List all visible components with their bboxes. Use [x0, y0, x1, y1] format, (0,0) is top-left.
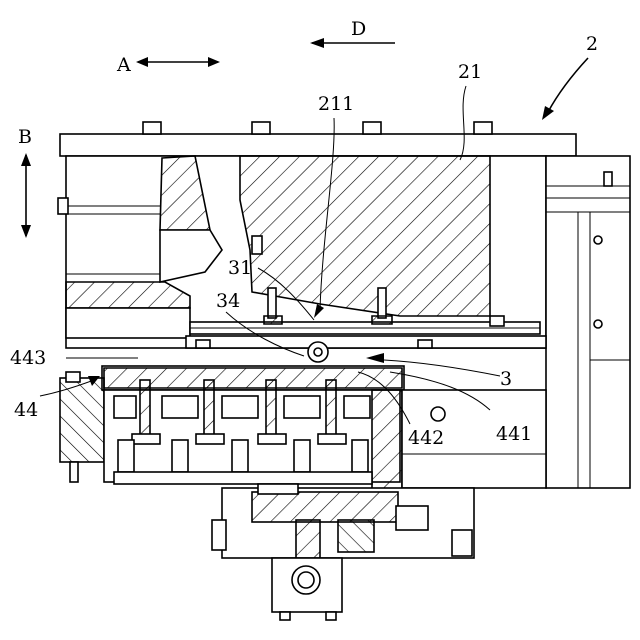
- label-44: 44: [14, 399, 38, 421]
- reference-arrow-2: [542, 58, 588, 120]
- label-2: 2: [586, 33, 598, 55]
- label-3: 3: [500, 368, 512, 390]
- direction-arrow-a: [136, 57, 220, 67]
- label-34: 34: [216, 290, 240, 312]
- bottom-drive: [212, 484, 474, 620]
- direction-arrow-b: [21, 153, 31, 238]
- label-443: 443: [10, 347, 46, 369]
- right-frame: [546, 156, 630, 488]
- label-442: 442: [408, 427, 444, 449]
- label-a: A: [116, 54, 131, 76]
- label-d: D: [351, 18, 366, 40]
- label-211: 211: [318, 93, 354, 115]
- label-21: 21: [458, 61, 482, 83]
- label-441: 441: [496, 423, 532, 445]
- label-b: B: [18, 126, 32, 148]
- top-plate: [60, 122, 576, 156]
- label-31: 31: [228, 257, 252, 279]
